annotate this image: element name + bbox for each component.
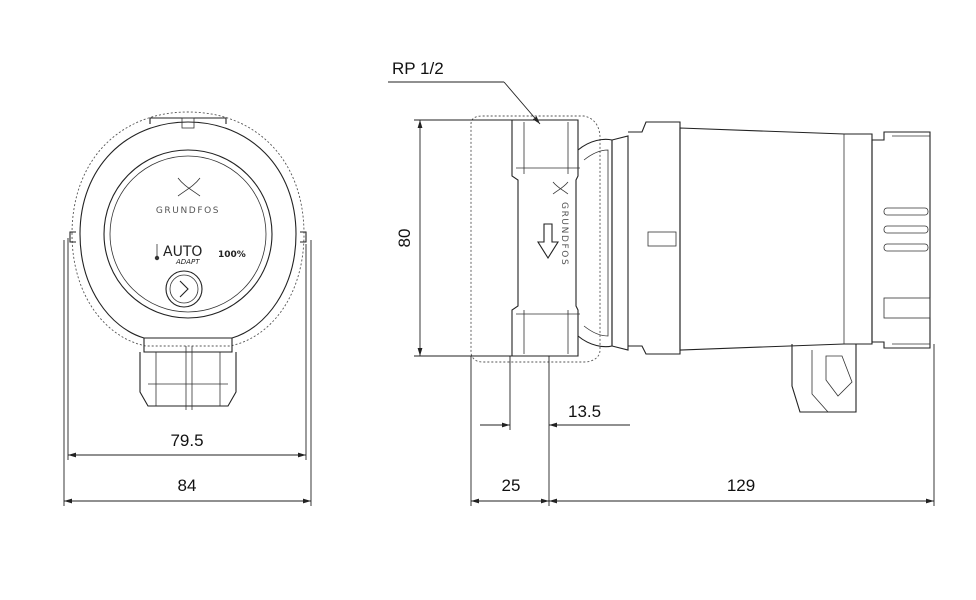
end-cap-vent-1 bbox=[883, 207, 929, 216]
end-cap-vent-2 bbox=[883, 225, 929, 234]
dim-text-84: 84 bbox=[178, 476, 197, 495]
dim-text-80: 80 bbox=[395, 229, 414, 248]
end-cap-vent-3 bbox=[883, 243, 929, 252]
pump-body-threads bbox=[523, 122, 569, 354]
coupling-ring bbox=[577, 138, 613, 348]
mode-sub-label: ADAPT bbox=[175, 258, 200, 266]
pump-body-shoulders bbox=[516, 167, 580, 315]
control-button-inner bbox=[169, 274, 199, 304]
front-top-clip bbox=[149, 117, 227, 124]
control-face-ring bbox=[103, 149, 273, 319]
grundfos-logo-icon bbox=[177, 177, 201, 197]
mode-label: AUTO bbox=[163, 244, 202, 260]
motor-collar bbox=[628, 121, 681, 355]
side-brand-text: GRUNDFOS bbox=[559, 202, 569, 266]
front-left-lug bbox=[69, 231, 76, 243]
dim-text-129: 129 bbox=[727, 476, 755, 495]
dim-text-79-5: 79.5 bbox=[170, 431, 203, 450]
front-housing bbox=[79, 121, 297, 339]
side-envelope-dashed bbox=[470, 115, 601, 363]
dim-text-25: 25 bbox=[502, 476, 521, 495]
side-view: GRUNDFOS RP 1/2 80 bbox=[388, 59, 935, 506]
side-connector bbox=[791, 344, 857, 413]
front-view: GRUNDFOS AUTO ADAPT 100% 79.5 bbox=[63, 111, 312, 506]
side-logo-icon bbox=[552, 181, 569, 195]
dim-text-13-5: 13.5 bbox=[568, 402, 601, 421]
side-connector-detail bbox=[811, 350, 853, 413]
front-connector bbox=[139, 338, 237, 410]
pump-body bbox=[511, 119, 579, 357]
front-brand-text: GRUNDFOS bbox=[156, 206, 220, 216]
front-right-lug bbox=[300, 231, 307, 243]
control-button[interactable] bbox=[165, 270, 203, 308]
rp-leader-diag bbox=[503, 81, 541, 125]
thermometer-icon bbox=[154, 244, 160, 261]
speed-label: 100% bbox=[218, 250, 246, 260]
end-cap-latch bbox=[883, 297, 931, 319]
front-envelope-dashed bbox=[71, 111, 305, 347]
rp-label: RP 1/2 bbox=[392, 59, 444, 78]
chevron-right-icon bbox=[179, 280, 189, 298]
end-cap bbox=[871, 131, 931, 349]
control-face bbox=[109, 155, 267, 313]
end-cap-rims bbox=[892, 135, 930, 345]
flow-direction-arrow-icon bbox=[537, 223, 559, 260]
front-top-notch bbox=[181, 117, 195, 129]
stator-flange bbox=[611, 135, 629, 351]
motor-collar-slot bbox=[647, 231, 677, 247]
motor-body bbox=[679, 127, 873, 351]
coupling-ring-inner bbox=[583, 149, 609, 337]
